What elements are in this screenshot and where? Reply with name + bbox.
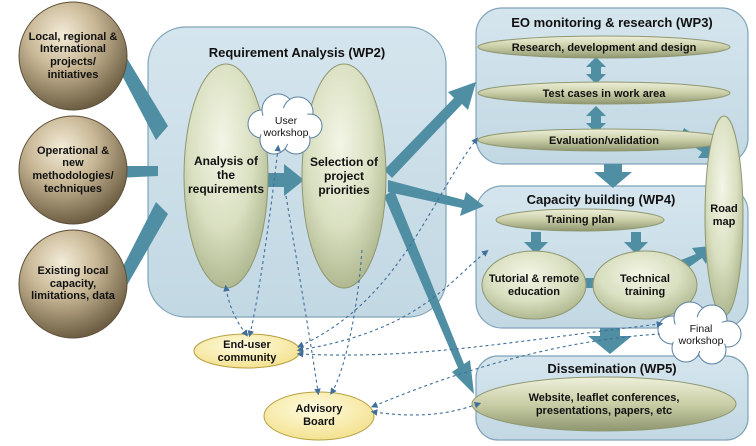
technical-ellipse xyxy=(592,250,698,320)
wp4-bar-training-plan xyxy=(495,208,665,232)
arrow-analysis-selection xyxy=(262,164,304,196)
wp3-title: EO monitoring & research (WP3) xyxy=(511,14,713,30)
wp3-bar-research xyxy=(477,35,731,59)
wp3-bar-testcases xyxy=(477,81,731,105)
wp3-evaluation-label: Evaluation/validation xyxy=(548,134,660,147)
input-sphere-3 xyxy=(18,229,128,339)
end-user-label: End-user community xyxy=(217,339,277,364)
input-label-methodologies: Operational & new methodologies/ techniq… xyxy=(32,144,114,195)
roadmap-label: Road map xyxy=(710,203,738,228)
input-label-capacity: Existing local capacity, limitations, da… xyxy=(31,265,115,303)
wp3-research-label: Research, development and design xyxy=(511,41,697,54)
arrow-wp3-wp4 xyxy=(594,164,632,188)
arrow-plan-technical xyxy=(624,232,648,254)
wp4-technical-label: Technical training xyxy=(620,273,670,298)
advisory-label: Advisory Board xyxy=(295,403,343,428)
input-sphere-1 xyxy=(18,1,128,111)
wp4-title: Capacity building (WP4) xyxy=(526,191,676,207)
arrow-input2 xyxy=(118,166,158,178)
arrow-wp3-b xyxy=(586,106,606,133)
wp5-title: Dissemination (WP5) xyxy=(547,360,677,376)
dashed-links xyxy=(223,137,664,416)
final-workshop-cloud xyxy=(657,301,742,365)
selection-label: Selection of project priorities xyxy=(309,155,378,197)
input-label-projects: Local, regional & International projects… xyxy=(28,30,118,81)
wp4-tutorial-label: Tutorial & remote education xyxy=(488,273,580,298)
arrow-wp3-a xyxy=(586,57,606,84)
arrow-plan-tutorial xyxy=(524,232,548,254)
user-workshop-cloud xyxy=(247,93,323,155)
analysis-label: Analysis of the requirements xyxy=(187,154,265,196)
wp2-title: Requirement Analysis (WP2) xyxy=(208,44,386,60)
final-workshop-label: Final workshop xyxy=(678,322,724,347)
wp4-training-plan-label: Training plan xyxy=(545,213,615,226)
arrow-input3 xyxy=(115,202,168,294)
user-workshop-label: User workshop xyxy=(263,114,309,139)
input-sphere-2 xyxy=(18,115,128,225)
arrow-input1 xyxy=(115,50,168,140)
wp5-item-label: Website, leaflet conferences, presentati… xyxy=(528,392,680,417)
wp3-testcases-label: Test cases in work area xyxy=(542,87,666,100)
